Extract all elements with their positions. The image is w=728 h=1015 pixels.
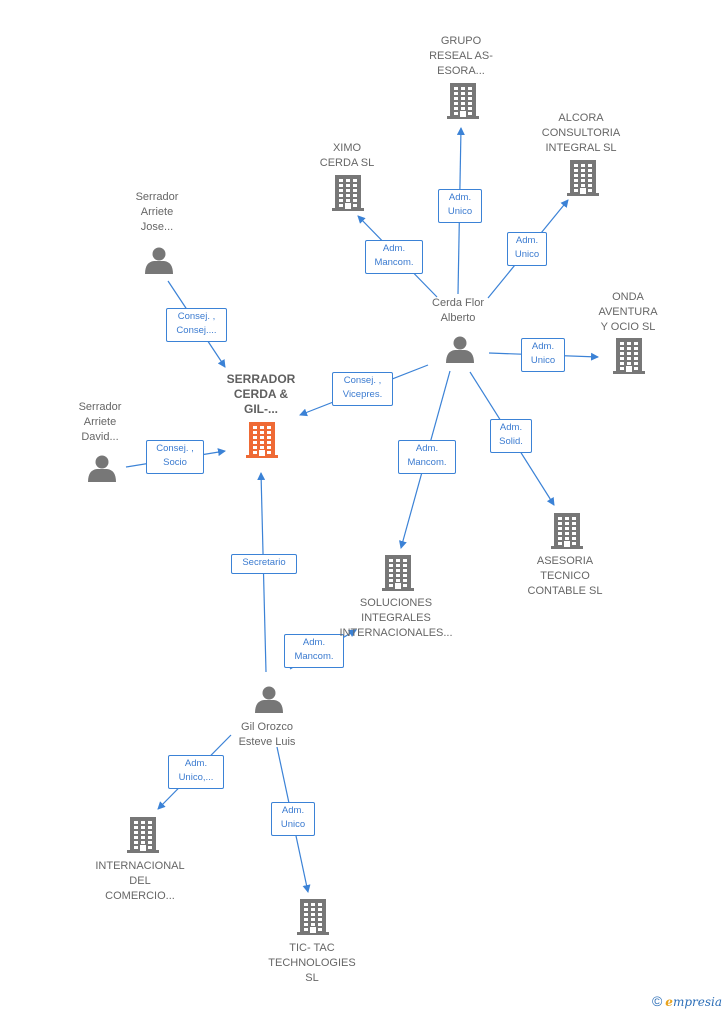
edge-label[interactable]: Adm. Unico <box>438 189 482 223</box>
company-name-label[interactable]: GRUPO RESEAL AS- ESORA... <box>429 35 493 77</box>
company-name-label[interactable]: XIMO CERDA SL <box>319 142 375 169</box>
company-building-icon[interactable] <box>447 83 479 119</box>
person-name-label[interactable]: Cerda Flor Alberto <box>432 297 484 324</box>
person-name-label[interactable]: Gil Orozco Esteve Luis <box>238 721 296 748</box>
company-building-icon[interactable] <box>382 555 414 591</box>
person-icon[interactable] <box>446 336 474 364</box>
empresia-logo: ©empresia <box>652 993 722 1009</box>
company-building-icon[interactable] <box>567 160 599 196</box>
person-icon[interactable] <box>88 455 116 483</box>
edge-label[interactable]: Secretario <box>231 554 297 574</box>
company-name-label[interactable]: ASESORIA TECNICO CONTABLE SL <box>527 555 603 597</box>
company-building-icon[interactable] <box>332 175 364 211</box>
company-name-label[interactable]: SOLUCIONES INTEGRALES INTERNACIONALES... <box>339 597 453 639</box>
person-icon[interactable] <box>145 247 173 275</box>
company-building-icon[interactable] <box>127 817 159 853</box>
edge-label[interactable]: Adm. Mancom. <box>284 634 344 668</box>
edge-label[interactable]: Consej. , Socio <box>146 440 204 474</box>
brand-e: e <box>665 995 673 1009</box>
person-name-label[interactable]: Serrador Arriete David... <box>78 401 122 443</box>
company-building-icon[interactable] <box>551 513 583 549</box>
edge-label[interactable]: Adm. Mancom. <box>365 240 423 274</box>
edge-label[interactable]: Adm. Unico <box>507 232 547 266</box>
copyright-icon: © <box>651 993 663 1009</box>
edge-label[interactable]: Adm. Unico <box>271 802 315 836</box>
edge-label[interactable]: Consej. , Consej.... <box>166 308 227 342</box>
company-name-label[interactable]: ONDA AVENTURA Y OCIO SL <box>598 291 658 333</box>
main-company-building-icon[interactable] <box>246 422 278 458</box>
edge-label[interactable]: Adm. Unico <box>521 338 565 372</box>
edge-label[interactable]: Adm. Unico,... <box>168 755 224 789</box>
company-name-label[interactable]: ALCORA CONSULTORIA INTEGRAL SL <box>541 112 621 154</box>
company-name-label[interactable]: SERRADOR CERDA & GIL-... <box>226 372 296 416</box>
company-building-icon[interactable] <box>297 899 329 935</box>
company-name-label[interactable]: INTERNACIONAL DEL COMERCIO... <box>95 860 185 902</box>
company-name-label[interactable]: TIC- TAC TECHNOLOGIES SL <box>268 942 356 984</box>
company-building-icon[interactable] <box>613 338 645 374</box>
edge-label[interactable]: Adm. Mancom. <box>398 440 456 474</box>
person-icon[interactable] <box>255 686 283 714</box>
edge-label[interactable]: Consej. , Vicepres. <box>332 372 393 406</box>
person-name-label[interactable]: Serrador Arriete Jose... <box>135 191 179 233</box>
brand-name: mpresia <box>672 995 722 1009</box>
edge-label[interactable]: Adm. Solid. <box>490 419 532 453</box>
